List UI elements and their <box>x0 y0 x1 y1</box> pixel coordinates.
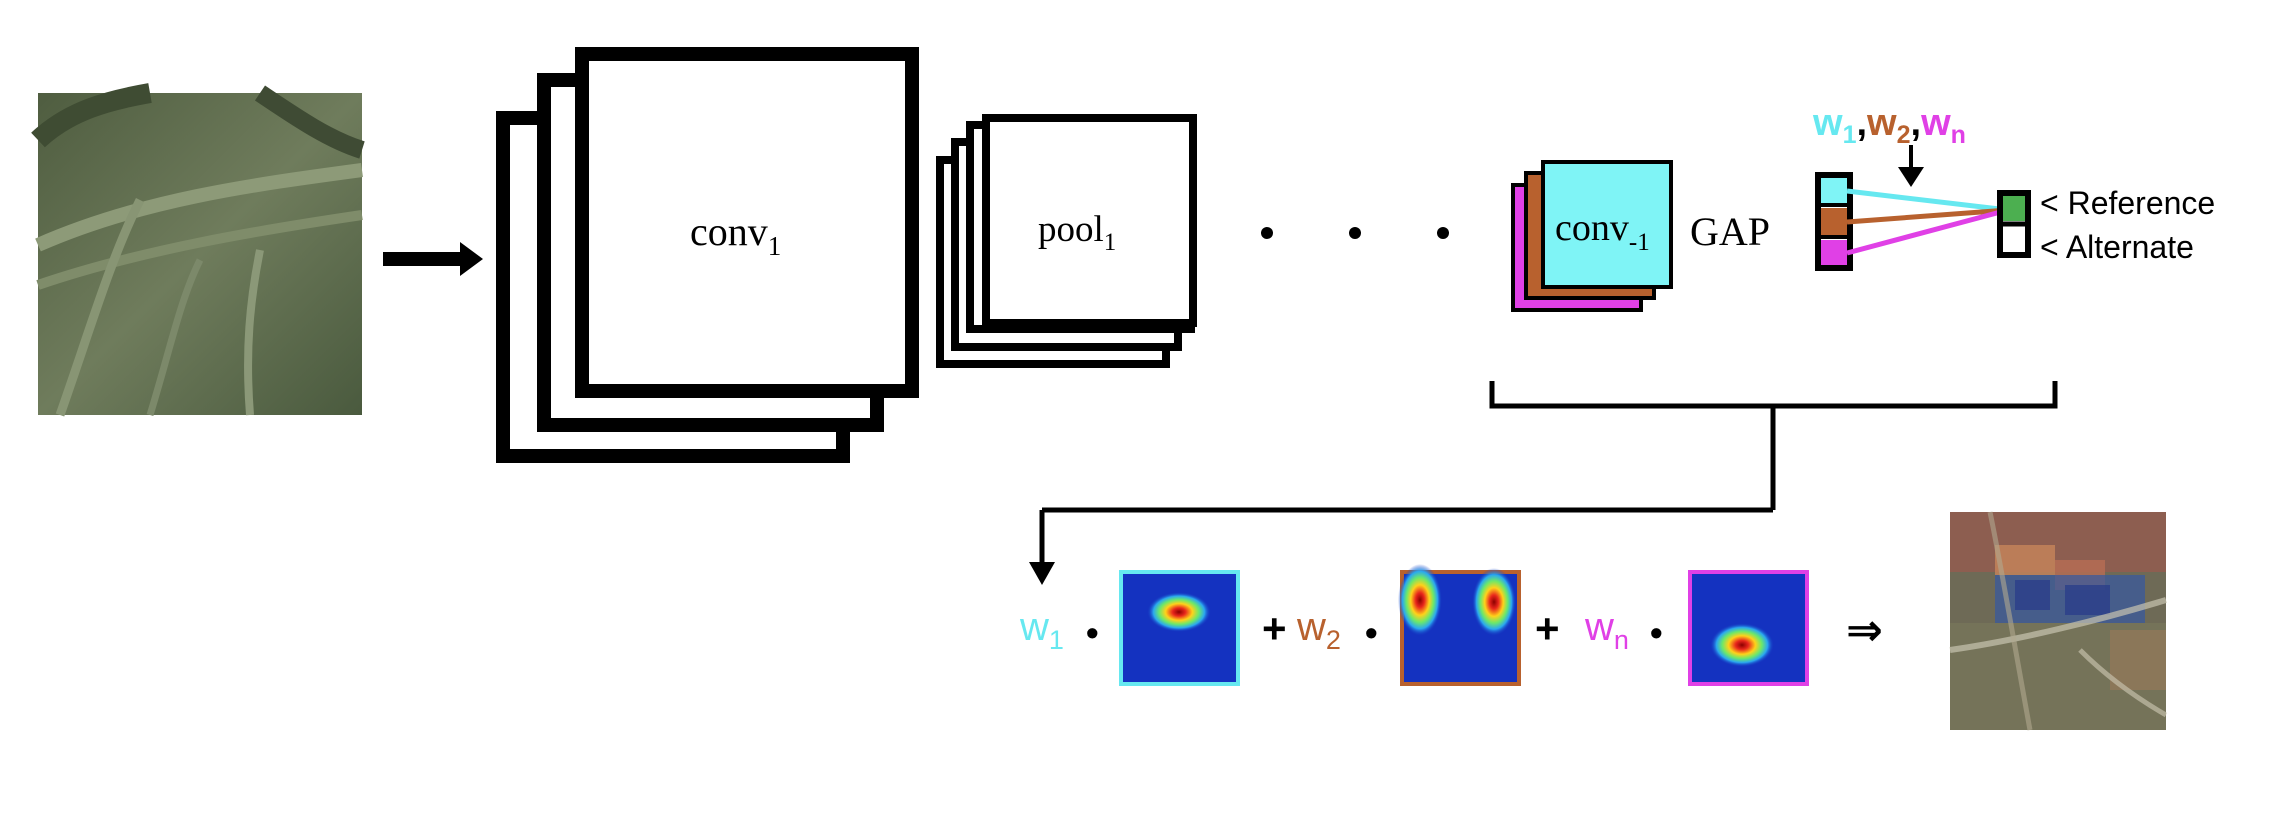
wn-label: wn <box>1584 605 1629 655</box>
pool1-label: pool1 <box>1038 209 1116 256</box>
output-vector <box>1997 190 2031 258</box>
w2-label: w2 <box>1296 605 1341 655</box>
conv-last-label: conv-1 <box>1555 207 1650 256</box>
gap-to-output-connections <box>1846 188 2009 256</box>
conv-last-feature-map-stack <box>1511 160 1673 312</box>
heatmap-2 <box>1398 564 1521 686</box>
class-activation-map-output <box>1949 511 2168 731</box>
dot-3: • <box>1650 612 1663 653</box>
w1-label: w1 <box>1019 605 1064 655</box>
conv1-feature-map-stack <box>496 47 919 463</box>
input-leaf-image <box>31 83 365 417</box>
reference-label: < Reference <box>2040 185 2215 221</box>
dot-1: • <box>1086 612 1099 653</box>
conv1-label: conv1 <box>690 209 781 261</box>
implies-arrow: ⇒ <box>1846 606 1883 655</box>
weights-header: w1,w2,wn <box>1812 102 1966 149</box>
weights-down-arrow <box>1898 145 1924 187</box>
input-arrow <box>383 242 483 276</box>
bracket-connector <box>1029 381 2058 585</box>
gap-label: GAP <box>1690 209 1770 254</box>
gap-vector <box>1815 172 1853 271</box>
plus-2: + <box>1535 605 1560 652</box>
heatmap-1 <box>1119 570 1240 686</box>
ellipsis-dots <box>1261 227 1449 239</box>
alternate-label: < Alternate <box>2040 229 2194 265</box>
heatmap-n <box>1688 570 1809 686</box>
pool1-feature-map-stack <box>936 114 1197 368</box>
plus-1: + <box>1262 605 1287 652</box>
dot-2: • <box>1365 612 1378 653</box>
